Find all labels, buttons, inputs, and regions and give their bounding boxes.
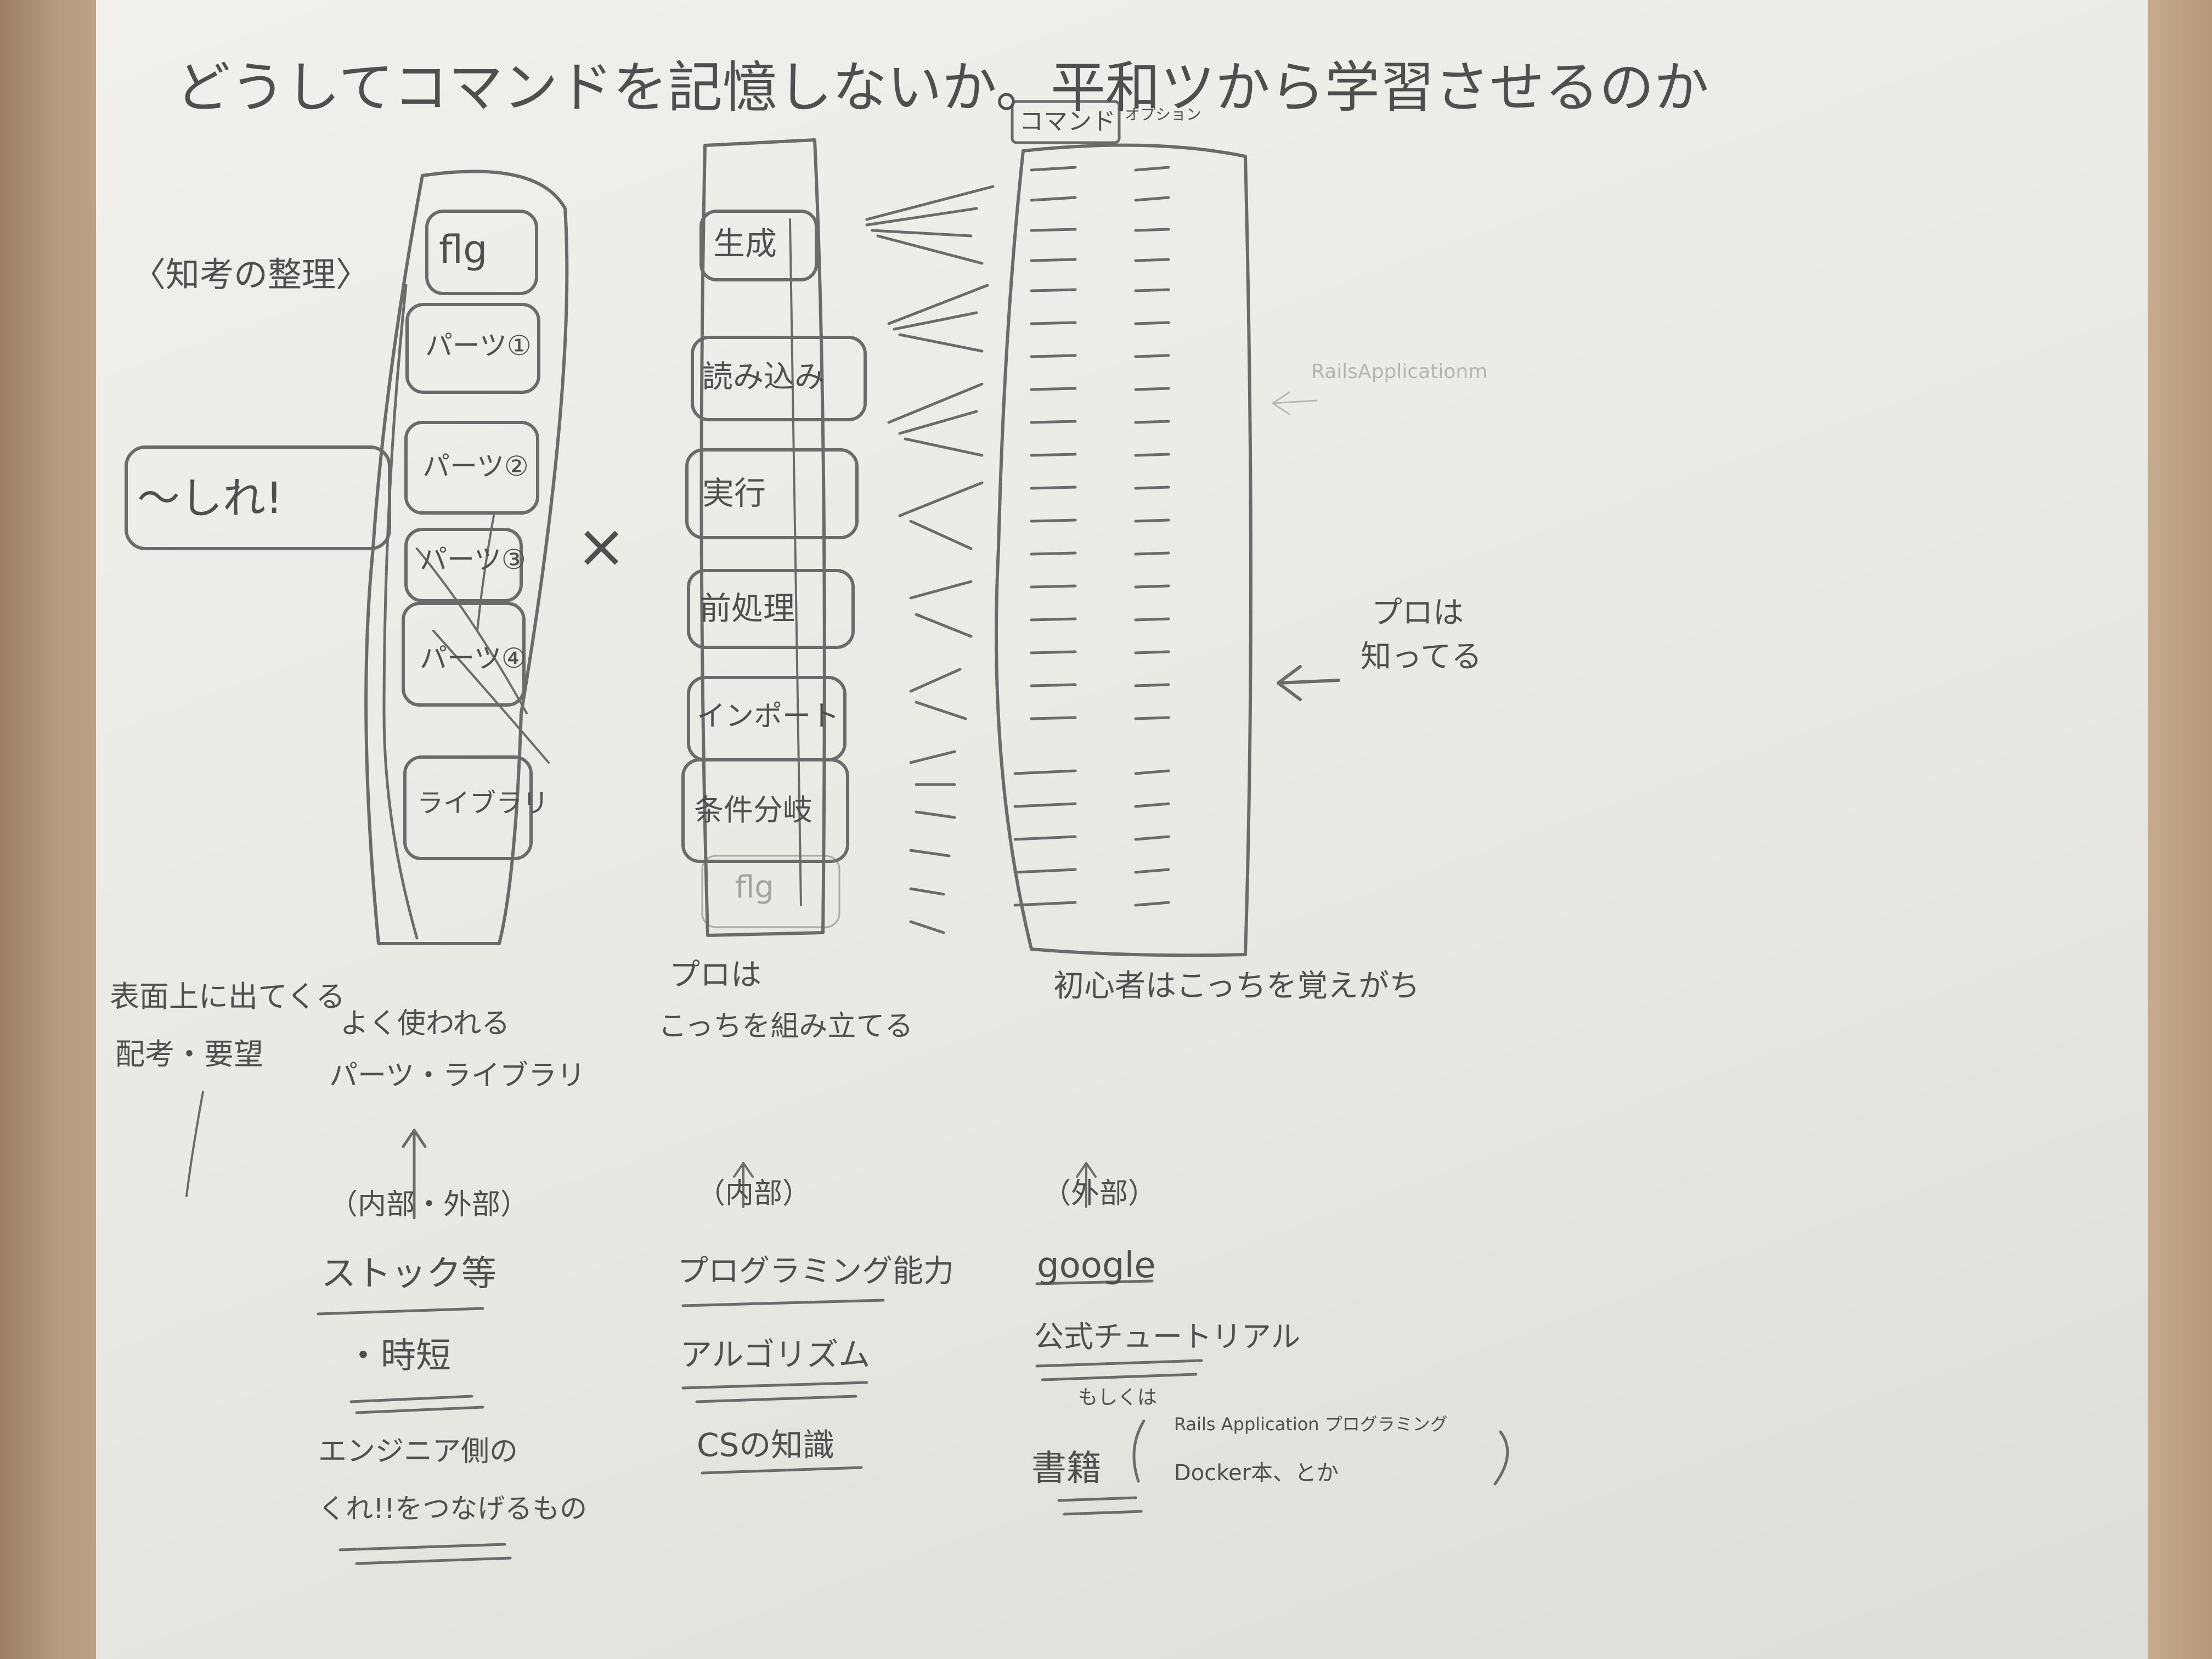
pro-note-line-2: 知ってる [1361, 639, 1482, 675]
middle-card-read-label: 読み込み [702, 359, 825, 395]
command-header: コマンド [1019, 108, 1116, 136]
left-caption-b-line-1: よく使われる [340, 1007, 510, 1040]
command-dash-rows [1013, 166, 1170, 907]
scribble-left-2 [432, 630, 550, 764]
cross-mark: × [576, 511, 627, 581]
middle-bracket-label: （内部） [697, 1177, 811, 1210]
pro-note-line-1: プロは [1372, 595, 1464, 631]
middle-card-flg-faint [701, 855, 840, 928]
faint-note: RailsApplicationm [1311, 360, 1488, 383]
wooden-table-right [2141, 0, 2212, 1659]
left-card-parts-3-label: パーツ③ [420, 544, 526, 575]
right-item-or: もしくは [1078, 1386, 1158, 1409]
middle-card-execute-label: 実行 [702, 475, 766, 512]
left-card-parts-1-label: パーツ① [425, 330, 532, 362]
middle-column-outline [699, 138, 826, 937]
left-column-inner-line [382, 284, 419, 940]
page-title: どうしてコマンドを記憶しないか。平和ツから学習させるのか [176, 55, 1709, 120]
left-caption-b-line-2: パーツ・ライブラリ [329, 1059, 585, 1092]
book-note-line-2: Docker本、とか [1174, 1460, 1339, 1486]
thought-label: 〈知考の整理〉 [132, 255, 370, 295]
right-item-tutorial: 公式チュートリアル [1034, 1319, 1301, 1354]
scribble-left-3 [476, 515, 495, 632]
middle-card-execute [685, 448, 859, 539]
faint-arrow [1272, 391, 1318, 415]
middle-card-branch [681, 758, 849, 863]
right-caption: 初心者はこっちを覚えがち [1053, 968, 1420, 1004]
middle-item-programming: プログラミング能力 [678, 1254, 954, 1289]
command-header-box [1011, 100, 1121, 144]
left-column-outline [364, 170, 569, 945]
paper-sheet [96, 0, 2148, 1659]
underlines [317, 1279, 1203, 1565]
caption-link-stroke [185, 1091, 204, 1197]
middle-item-algorithm: アルゴリズム [680, 1336, 871, 1373]
up-arrow-left [402, 1128, 427, 1220]
left-card-parts-4 [402, 602, 526, 707]
left-card-flg-label: flg [439, 227, 488, 272]
middle-card-preprocess-label: 前処理 [699, 590, 795, 627]
left-item-connector: くれ!!をつなげるもの [318, 1493, 588, 1525]
aside-text: ～しれ! [137, 474, 283, 523]
right-item-books: 書籍 [1031, 1448, 1102, 1489]
left-card-parts-2-label: パーツ② [422, 450, 529, 482]
left-caption-a-line-2: 配考・要望 [115, 1037, 263, 1071]
left-item-stock: ストック等 [321, 1254, 496, 1294]
scribble-left-1 [416, 548, 528, 714]
right-item-google: google [1037, 1245, 1156, 1286]
left-card-flg [425, 210, 538, 295]
aside-box [125, 445, 391, 550]
left-card-parts-2 [404, 421, 539, 515]
left-card-parts-3 [404, 528, 523, 602]
left-card-parts-4-label: パーツ④ [420, 642, 526, 674]
left-item-engineer-side: エンジニア側の [318, 1435, 518, 1468]
middle-card-flg-label: flg [735, 870, 774, 905]
up-arrow-middle [733, 1162, 754, 1208]
arrow-to-commands [1277, 665, 1340, 701]
option-header: オプション [1125, 105, 1202, 123]
middle-card-preprocess [687, 569, 855, 649]
middle-card-read [691, 336, 867, 421]
left-caption-a-line-1: 表面上に出てくる [110, 979, 346, 1014]
middle-caption-line-2: こっちを組み立てる [658, 1010, 913, 1043]
left-card-parts-1 [405, 303, 540, 394]
left-card-library-label: ライブラリ [417, 788, 549, 819]
middle-card-import-label: インポート [697, 700, 840, 733]
right-column-outline [995, 143, 1252, 957]
right-bracket-label: （外部） [1042, 1177, 1157, 1210]
middle-item-cs-knowledge: CSの知識 [697, 1426, 835, 1464]
left-bracket-label: （内部・外部） [329, 1188, 529, 1221]
book-bracket-close [1493, 1430, 1509, 1486]
middle-caption-line-1: プロは [669, 957, 761, 993]
up-arrow-right [1076, 1162, 1097, 1208]
left-card-library [403, 755, 533, 860]
middle-card-branch-label: 条件分岐 [694, 793, 812, 827]
left-item-timesaving: ・時短 [346, 1336, 451, 1376]
middle-card-generate-label: 生成 [713, 225, 777, 262]
middle-column-inner-line [789, 218, 802, 906]
book-bracket-open [1132, 1419, 1146, 1483]
book-note-line-1: Rails Application プログラミング [1174, 1414, 1448, 1435]
middle-card-generate [699, 210, 818, 281]
fan-lines [865, 185, 995, 934]
